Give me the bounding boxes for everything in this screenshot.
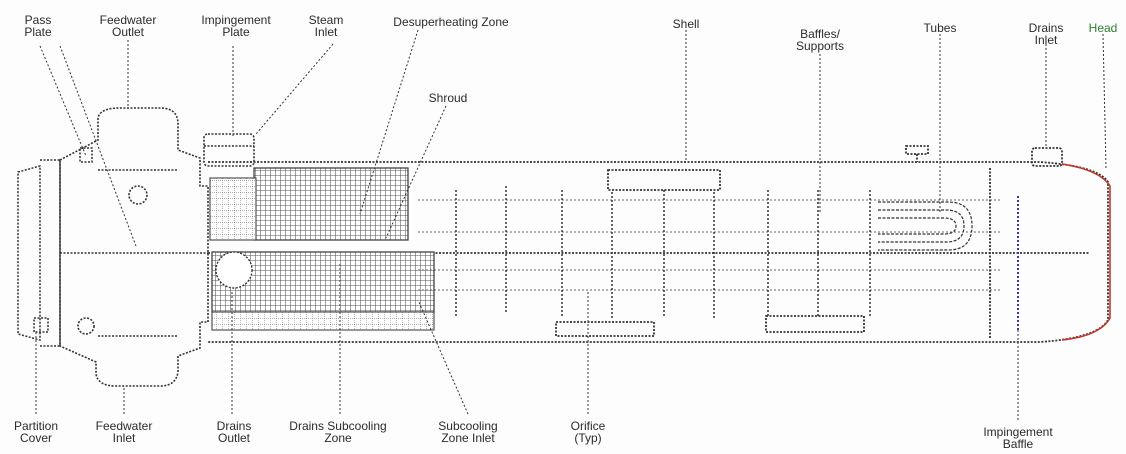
label-baffles-supports: Baffles/Supports (795, 27, 845, 53)
steam-inlet-nozzle (203, 133, 255, 167)
label-shell: Shell (672, 17, 700, 31)
drains-outlet-nozzle (215, 251, 253, 289)
label-desuperheating-zone: Desuperheating Zone (393, 15, 509, 29)
shroud (209, 177, 257, 241)
label-head: Head (1088, 21, 1118, 35)
desuperheating-zone (253, 167, 409, 241)
label-tubes: Tubes (923, 21, 957, 35)
channel (59, 107, 209, 387)
label-orifice: Orifice(Typ) (570, 419, 606, 445)
leader-lines-bottom (35, 262, 1019, 420)
head-outline (1061, 163, 1111, 341)
leader-lines (39, 29, 1107, 247)
label-shroud: Shroud (428, 91, 468, 105)
tubes-u-bends (878, 201, 973, 251)
baffles (418, 186, 1000, 318)
partition-cover (17, 147, 93, 347)
